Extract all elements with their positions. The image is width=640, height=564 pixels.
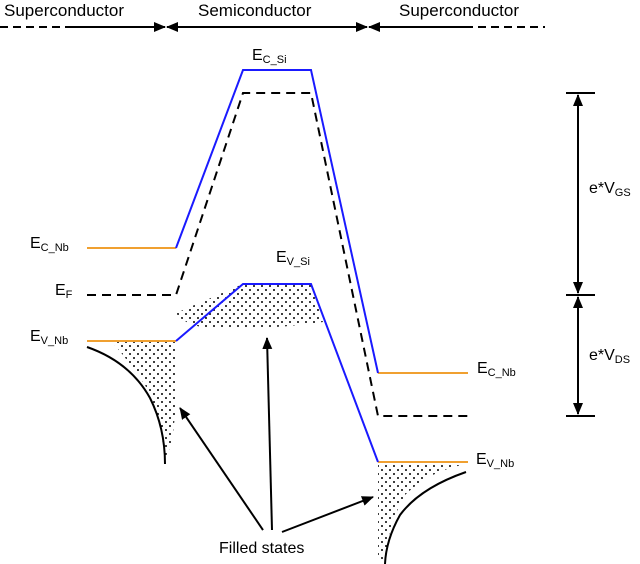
ev-nb-left-label: EV_Nb	[30, 328, 68, 347]
callout-arrow-right	[281, 496, 374, 533]
ec-si-label: EC_Si	[252, 47, 287, 66]
region-label-right: Superconductor	[399, 1, 519, 20]
ef-label: EF	[55, 282, 73, 301]
region-header: Superconductor Semiconductor Superconduc…	[0, 1, 545, 32]
filled-states-right-nb	[378, 464, 468, 560]
ev-nb-right-label: EV_Nb	[476, 451, 514, 470]
region-label-middle: Semiconductor	[198, 1, 312, 20]
ev-si-band-line	[175, 283, 379, 463]
voltage-scale: e*VGS e*VDS	[566, 92, 631, 417]
ev-si-label: EV_Si	[276, 249, 310, 268]
callout-arrow-left	[179, 407, 264, 531]
region-label-left: Superconductor	[4, 1, 124, 20]
filled-states-regions	[112, 284, 468, 560]
dos-curve-right	[384, 471, 467, 564]
fermi-level-line	[87, 92, 468, 417]
ec-nb-right-label: EC_Nb	[477, 360, 516, 379]
filled-states-semiconductor	[176, 284, 323, 329]
filled-states-left-nb	[112, 342, 176, 460]
vds-label: e*VDS	[589, 347, 630, 366]
callout-arrow-middle	[262, 337, 273, 531]
ec-nb-left-label: EC_Nb	[30, 235, 69, 254]
vgs-label: e*VGS	[589, 180, 631, 199]
ec-si-band-line	[175, 69, 379, 374]
filled-states-label: Filled states	[219, 540, 304, 557]
filled-states-callout: Filled states	[179, 337, 374, 557]
dos-curve-left	[86, 346, 166, 465]
